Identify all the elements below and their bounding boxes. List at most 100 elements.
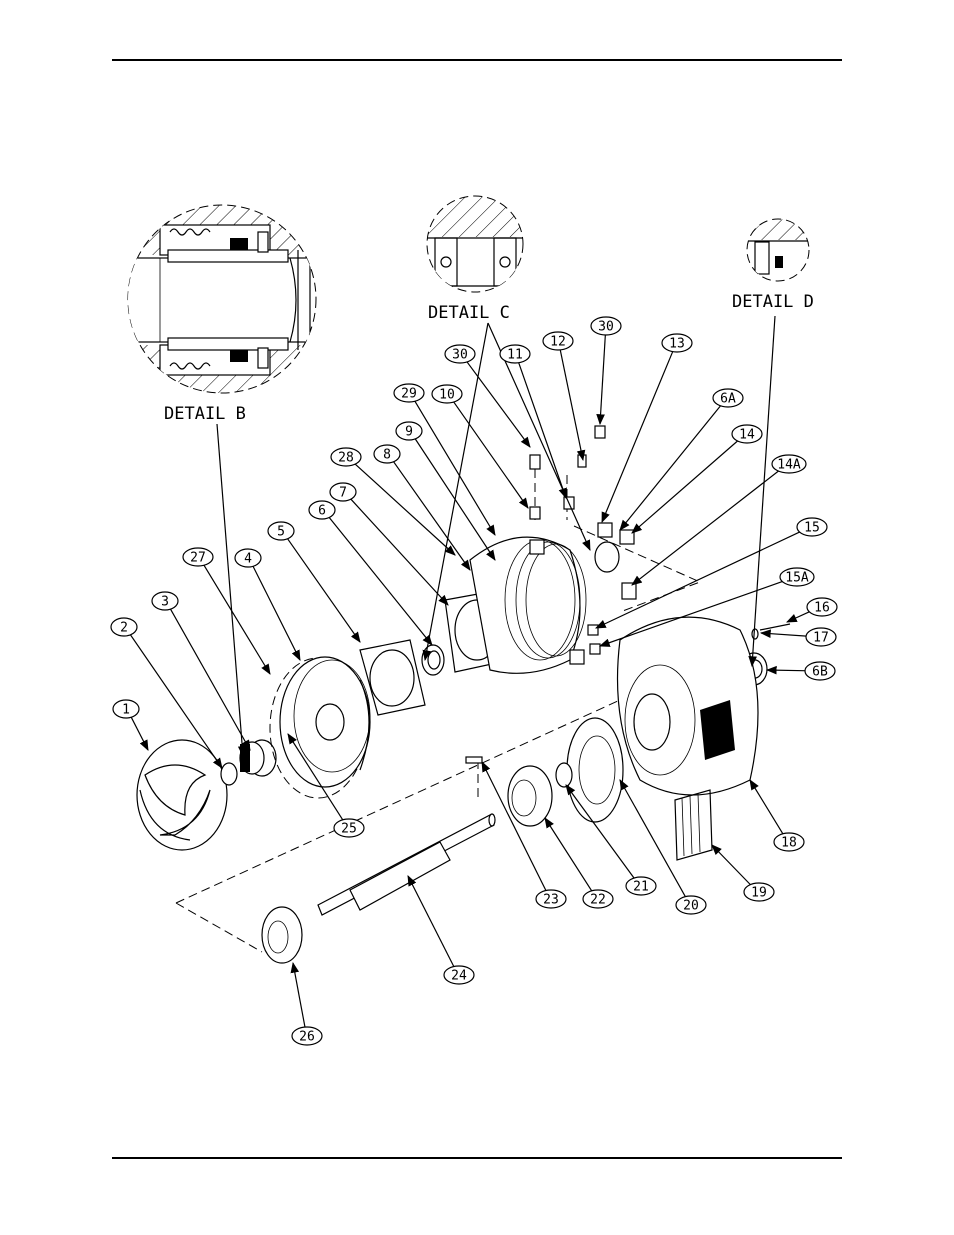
callout-number: 15 xyxy=(804,521,820,536)
callout-number: 12 xyxy=(550,335,566,350)
callout-leader-line xyxy=(600,335,605,424)
callout-leader-line xyxy=(329,517,432,645)
callout-balloon-c30b: 30 xyxy=(591,317,621,335)
detail-b-label: DETAIL B xyxy=(164,404,246,424)
callout-leader-line xyxy=(408,876,454,967)
callout-balloon-c14: 14 xyxy=(732,425,762,443)
callout-leader-line xyxy=(712,845,751,886)
callout-number: 17 xyxy=(813,631,829,646)
callout-number: 27 xyxy=(190,551,206,566)
callout-leader-line xyxy=(453,401,528,508)
callout-number: 20 xyxy=(683,899,699,914)
callout-leader-line xyxy=(632,440,739,533)
callout-leader-line xyxy=(750,780,783,834)
callout-leader-line xyxy=(519,362,566,498)
callout-number: 6B xyxy=(812,665,828,680)
casing-part xyxy=(618,617,759,795)
callout-balloon-c14a: 14A xyxy=(772,455,806,473)
detail-b-view: DETAIL B xyxy=(120,205,330,424)
callout-leader-line xyxy=(415,438,495,560)
callout-balloon-c23: 23 xyxy=(536,890,566,908)
callout-number: 6 xyxy=(318,504,326,519)
callout-leader-line xyxy=(253,566,300,660)
callout-balloon-c8: 8 xyxy=(374,445,400,463)
callout-leader-line xyxy=(170,609,250,750)
detail-leader-line xyxy=(217,424,243,756)
callout-leader-line xyxy=(620,405,721,530)
seal-plate-part xyxy=(270,657,370,798)
callout-leader-line xyxy=(545,818,592,891)
fittings-part xyxy=(530,426,605,519)
callout-number: 29 xyxy=(401,387,417,402)
callout-number: 13 xyxy=(669,337,685,352)
callout-number: 2 xyxy=(120,621,128,636)
callout-balloon-c26: 26 xyxy=(292,1027,322,1045)
guard-part xyxy=(675,790,712,860)
callout-number: 6A xyxy=(720,392,736,407)
callout-number: 30 xyxy=(452,348,468,363)
callout-balloon-c15: 15 xyxy=(797,518,827,536)
callout-number: 3 xyxy=(161,595,169,610)
bearing-housing-part xyxy=(445,537,586,673)
callout-balloon-c30a: 30 xyxy=(445,345,475,363)
callout-balloon-c27: 27 xyxy=(183,548,213,566)
plugs-part xyxy=(588,625,600,654)
callout-number: 30 xyxy=(598,320,614,335)
callout-number: 5 xyxy=(277,525,285,540)
callout-number: 9 xyxy=(405,425,413,440)
callout-balloon-c28: 28 xyxy=(331,448,361,466)
callout-balloon-c16: 16 xyxy=(807,598,837,616)
screw-part xyxy=(752,624,790,639)
callout-leader-line xyxy=(602,351,673,522)
callout-balloon-c9: 9 xyxy=(396,422,422,440)
detail-leader-line xyxy=(752,316,775,666)
callout-balloon-c25: 25 xyxy=(334,819,364,837)
callout-balloon-c7: 7 xyxy=(330,483,356,501)
callout-leader-line xyxy=(131,717,148,750)
callout-balloon-c19: 19 xyxy=(744,883,774,901)
snap-ring-part xyxy=(556,763,572,787)
callout-balloon-c10: 10 xyxy=(432,385,462,403)
detail-d-view: DETAIL D xyxy=(732,218,815,312)
callout-leader-line xyxy=(350,499,448,605)
callout-balloon-c4: 4 xyxy=(235,549,261,567)
callout-leader-line xyxy=(787,611,812,622)
callout-number: 18 xyxy=(781,836,797,851)
callout-number: 15A xyxy=(785,571,809,586)
callout-balloon-c20: 20 xyxy=(676,896,706,914)
detail-c-label: DETAIL C xyxy=(428,303,510,323)
callout-balloon-c29: 29 xyxy=(394,384,424,402)
callout-number: 25 xyxy=(341,822,357,837)
callout-number: 26 xyxy=(299,1030,315,1045)
end-fittings-part xyxy=(595,523,636,599)
detail-d-label: DETAIL D xyxy=(732,292,814,312)
callout-balloon-c24: 24 xyxy=(444,966,474,984)
callout-number: 16 xyxy=(814,601,830,616)
callout-leader-line xyxy=(596,531,802,628)
callout-number: 14A xyxy=(777,458,801,473)
callout-number: 4 xyxy=(244,552,252,567)
callout-leader-line xyxy=(293,963,305,1027)
callout-balloon-c6a: 6A xyxy=(713,389,743,407)
callout-number: 23 xyxy=(543,893,559,908)
callout-balloon-c6: 6 xyxy=(309,501,335,519)
callout-balloon-c21: 21 xyxy=(626,877,656,895)
callout-number: 21 xyxy=(633,880,649,895)
bearing-22-part xyxy=(508,766,552,826)
callout-number: 24 xyxy=(451,969,467,984)
detail-c-view: DETAIL C xyxy=(425,195,525,323)
mechanical-seal-part xyxy=(240,740,276,776)
bearing-26-part xyxy=(262,907,302,963)
callout-balloon-c11: 11 xyxy=(500,345,530,363)
callout-number: 19 xyxy=(751,886,767,901)
callout-number: 11 xyxy=(507,348,523,363)
key-part xyxy=(466,757,482,763)
ring-part xyxy=(221,763,237,785)
callout-number: 10 xyxy=(439,388,455,403)
gasket-part xyxy=(360,640,425,715)
callout-balloon-c15a: 15A xyxy=(780,568,814,586)
callout-balloon-c18: 18 xyxy=(774,833,804,851)
callout-number: 22 xyxy=(590,893,606,908)
